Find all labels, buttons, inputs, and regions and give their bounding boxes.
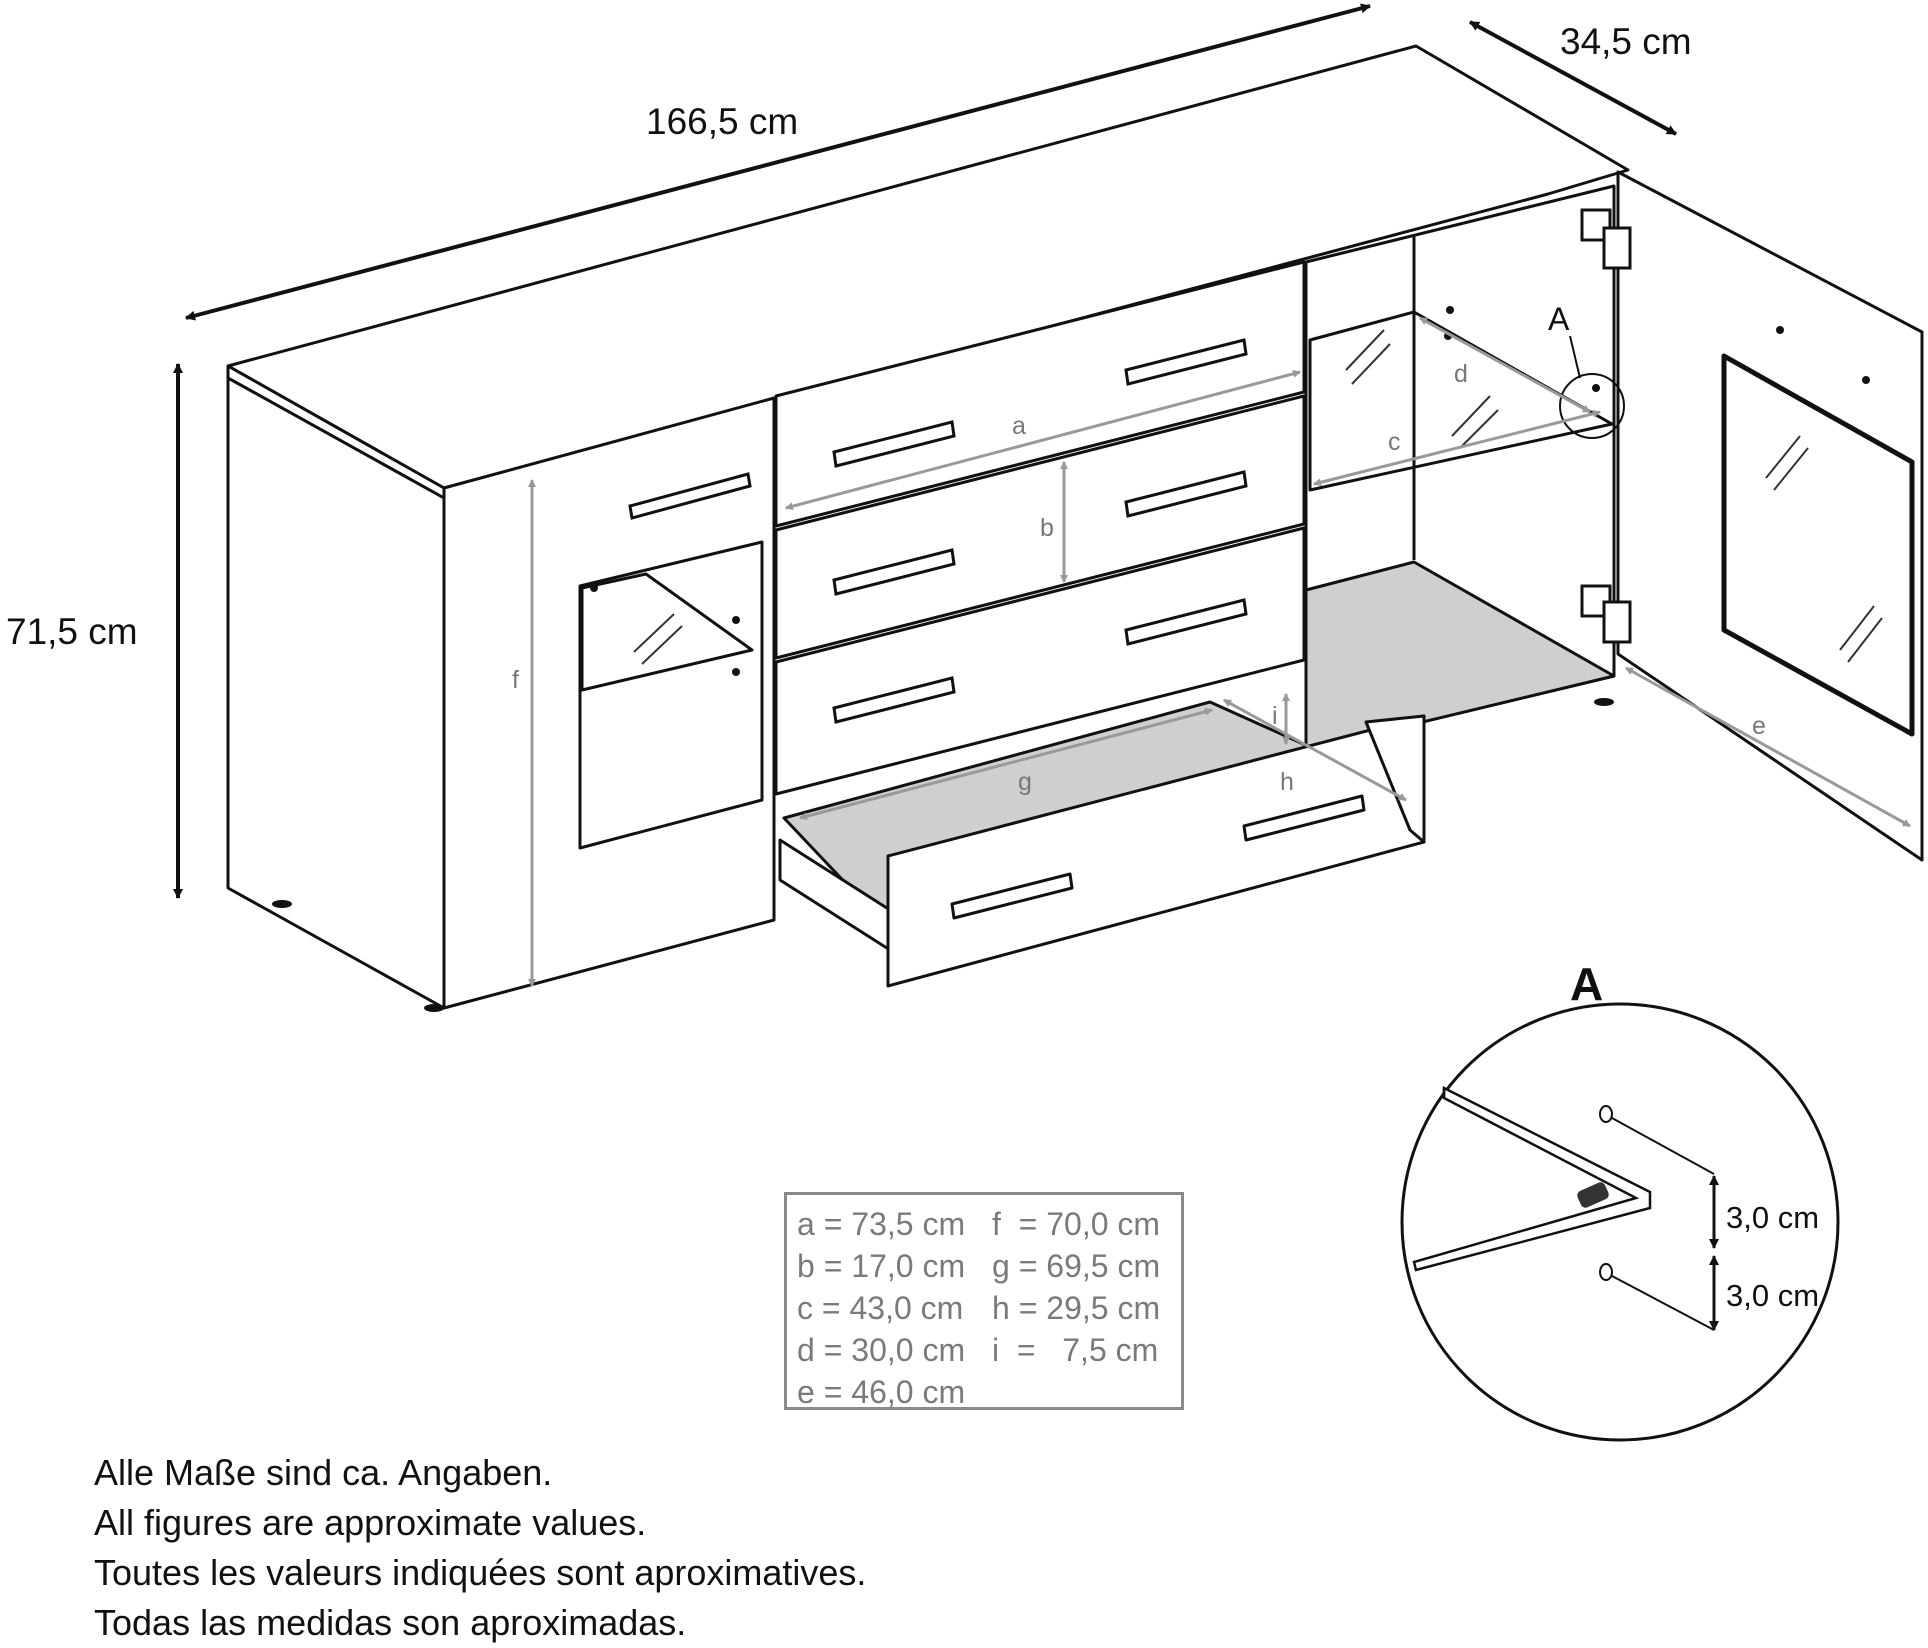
- detail-a-shelf: [1412, 1085, 1652, 1272]
- width-label: 166,5 cm: [646, 101, 798, 142]
- detail-a-pin-holes: [1599, 1105, 1613, 1281]
- note-spanish: Todas las medidas son aproximadas.: [94, 1602, 687, 1643]
- legend-right: f = 70,0 cm: [992, 1206, 1161, 1242]
- legend-right: h = 29,5 cm: [992, 1290, 1161, 1326]
- detail-a-leader-lines: [1611, 1117, 1715, 1331]
- note-french: Toutes les valeurs indiquées sont aproxi…: [94, 1552, 867, 1593]
- legend-row: a = 73,5 cm f = 70,0 cm: [797, 1203, 1171, 1245]
- dimension-legend: a = 73,5 cm f = 70,0 cm b = 17,0 cm g = 69…: [784, 1192, 1184, 1410]
- legend-right: i = 7,5 cm: [992, 1332, 1159, 1368]
- letter-i: i: [1272, 702, 1278, 730]
- letter-b: b: [1040, 514, 1054, 542]
- letter-d: d: [1454, 360, 1468, 388]
- legend-left: e = 46,0 cm: [797, 1374, 966, 1410]
- feet: [272, 698, 1614, 1012]
- detail-a-spacing-bottom: 3,0 cm: [1726, 1278, 1819, 1313]
- left-door-window: [578, 540, 764, 850]
- letter-a: a: [1012, 412, 1026, 440]
- detail-a-callout-label: A: [1548, 301, 1570, 337]
- depth-label: 34,5 cm: [1560, 21, 1692, 62]
- depth-dimension-arrow: [1469, 20, 1677, 136]
- handle-left-door: [628, 472, 752, 520]
- approximation-notes: Alle Maße sind ca. Angaben. All figures …: [94, 1448, 866, 1648]
- legend-left: c = 43,0 cm: [797, 1290, 964, 1326]
- note-english: All figures are approximate values.: [94, 1502, 647, 1543]
- handle-drawer-open-right: [1242, 794, 1366, 842]
- detail-a-pin: [1577, 1182, 1609, 1208]
- letter-c: c: [1388, 428, 1401, 456]
- detail-a-circle: [1400, 1002, 1840, 1442]
- letter-h: h: [1280, 768, 1294, 796]
- legend-right: g = 69,5 cm: [992, 1248, 1161, 1284]
- left-glass-shelf: [580, 572, 754, 692]
- legend-row: e = 46,0 cm: [797, 1371, 1171, 1413]
- legend-left: b = 17,0 cm: [797, 1248, 966, 1284]
- legend-row: c = 43,0 cm h = 29,5 cm: [797, 1287, 1171, 1329]
- detail-a-spacing-top: 3,0 cm: [1726, 1200, 1819, 1235]
- letter-g: g: [1018, 768, 1032, 796]
- hinges: [1580, 208, 1632, 644]
- handle-drawer-open-left: [950, 872, 1074, 920]
- height-label: 71,5 cm: [6, 611, 138, 652]
- letter-e: e: [1752, 712, 1766, 740]
- legend-left: d = 30,0 cm: [797, 1332, 966, 1368]
- legend-left: a = 73,5 cm: [797, 1206, 966, 1242]
- handle-d3-right: [1124, 598, 1248, 646]
- width-dimension-arrow: [185, 3, 1371, 321]
- legend-row: b = 17,0 cm g = 69,5 cm: [797, 1245, 1171, 1287]
- legend-row: d = 30,0 cm i = 7,5 cm: [797, 1329, 1171, 1371]
- detail-a-title: A: [1570, 958, 1603, 1010]
- glass-shelf: [1308, 310, 1614, 492]
- handle-d2-left: [832, 548, 956, 596]
- letter-dimension-lines: [528, 316, 1911, 987]
- letter-f: f: [512, 666, 519, 694]
- note-german: Alle Maße sind ca. Angaben.: [94, 1452, 553, 1493]
